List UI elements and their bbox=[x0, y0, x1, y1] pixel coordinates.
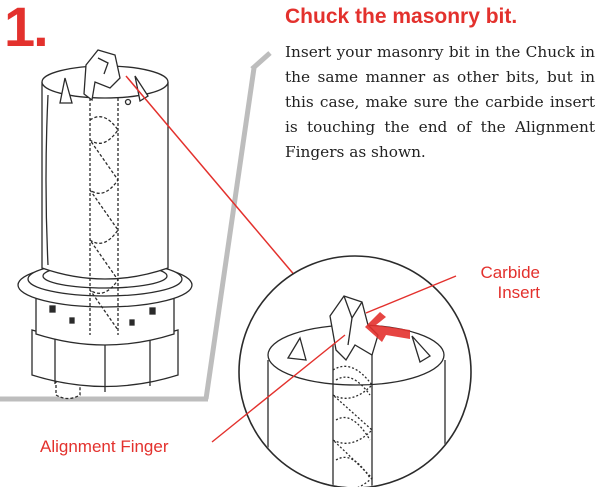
red-pointer-arrow-icon bbox=[365, 312, 410, 342]
frame-lines bbox=[0, 51, 272, 402]
callout-carbide-line2: Insert bbox=[497, 283, 540, 302]
callout-carbide-line1: Carbide bbox=[480, 263, 540, 282]
callout-carbide-insert: Carbide Insert bbox=[442, 263, 540, 303]
step-heading: Chuck the masonry bit. bbox=[285, 5, 518, 28]
chuck-main bbox=[17, 49, 193, 400]
step-number: 1. bbox=[4, 0, 49, 58]
instruction-text: Insert your masonry bit in the Chuck in … bbox=[285, 43, 595, 161]
detail-circle bbox=[211, 255, 472, 487]
callout-alignment-finger: Alignment Finger bbox=[40, 437, 169, 456]
